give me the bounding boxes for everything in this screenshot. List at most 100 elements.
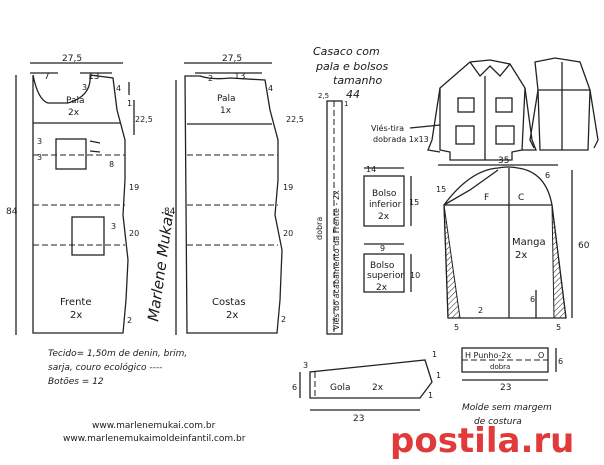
svg-text:www.marlenemukai.com.br: www.marlenemukai.com.br	[92, 421, 216, 431]
front-label: Frente	[60, 297, 91, 308]
svg-text:8: 8	[109, 160, 114, 169]
svg-text:O: O	[538, 351, 544, 360]
svg-text:2: 2	[281, 315, 286, 324]
svg-text:inferior: inferior	[369, 200, 402, 210]
svg-text:20: 20	[283, 229, 293, 238]
front-height-dim: 84	[6, 207, 18, 217]
front-facing-strip: Viés do acabamento da Frente - 2x dobra …	[315, 92, 348, 335]
svg-text:dobra: dobra	[490, 363, 510, 371]
svg-text:2: 2	[127, 316, 132, 325]
fabric-notes: Tecido= 1,50m de denin, brim, sarja, cou…	[48, 349, 187, 387]
front-yoke-label: Pala	[66, 96, 85, 106]
svg-text:Casaco com: Casaco com	[313, 45, 380, 58]
svg-text:3: 3	[111, 222, 116, 231]
svg-text:pala e bolsos: pala e bolsos	[315, 60, 389, 73]
svg-text:6: 6	[530, 295, 535, 304]
back-piece: 27,5 13 4 2 22,5 84 19 20 2 Pala 1x Cost…	[164, 54, 304, 335]
svg-text:dobra: dobra	[315, 217, 324, 240]
svg-text:Molde sem margem: Molde sem margem	[462, 403, 552, 413]
svg-text:dobrada 1x13: dobrada 1x13	[373, 135, 429, 144]
svg-text:84: 84	[164, 207, 176, 217]
svg-text:2x: 2x	[515, 250, 527, 261]
svg-text:2x: 2x	[226, 310, 238, 321]
sleeve-label: Manga	[512, 237, 546, 248]
svg-text:3: 3	[37, 137, 42, 146]
svg-text:1: 1	[428, 391, 433, 400]
svg-text:2,5: 2,5	[318, 92, 329, 100]
lower-pocket-piece: 14 15 Bolso inferior 2x	[363, 165, 419, 227]
svg-text:1: 1	[436, 371, 441, 380]
svg-text:5: 5	[556, 323, 561, 332]
cuff-piece: H Punho-2x O dobra 6 23	[461, 347, 563, 393]
svg-text:23: 23	[353, 414, 364, 424]
svg-text:22,5: 22,5	[286, 115, 304, 124]
front-lower-pocket-placement	[71, 216, 105, 256]
svg-text:44: 44	[346, 88, 360, 101]
svg-text:H Punho-2x: H Punho-2x	[465, 351, 511, 360]
svg-text:2x: 2x	[378, 212, 390, 222]
svg-text:Tecido= 1,50m de denin, brim,: Tecido= 1,50m de denin, brim,	[48, 349, 187, 359]
pattern-title: Casaco com pala e bolsos tamanho 44	[313, 45, 389, 101]
svg-text:1x: 1x	[220, 106, 232, 116]
upper-pocket-piece: 9 10 Bolso superior 2x	[363, 243, 420, 293]
seam-note: Molde sem margem de costura	[462, 403, 552, 427]
svg-text:1: 1	[344, 100, 348, 108]
svg-text:2x: 2x	[372, 383, 384, 393]
svg-text:6: 6	[558, 357, 563, 366]
svg-text:10: 10	[410, 271, 420, 280]
svg-text:sarja, couro ecológico ----: sarja, couro ecológico ----	[48, 362, 162, 373]
front-width-dim: 27,5	[62, 54, 82, 64]
front-top-left-dim: 7	[44, 72, 50, 82]
svg-text:3: 3	[37, 153, 42, 162]
svg-text:20: 20	[129, 229, 139, 238]
front-neck-dim: 3	[82, 83, 87, 92]
svg-text:2x: 2x	[376, 283, 388, 293]
svg-text:14: 14	[366, 165, 376, 174]
website-links: www.marlenemukai.com.br www.marlenemukai…	[63, 421, 246, 444]
svg-text:de costura: de costura	[474, 417, 522, 427]
back-label: Costas	[212, 297, 246, 308]
back-yoke-label: Pala	[217, 94, 236, 104]
svg-text:35: 35	[498, 156, 509, 166]
svg-text:6: 6	[545, 171, 550, 180]
sleeve-piece: 35 6 60 5 5 6 2 15 F C Manga 2x	[436, 156, 590, 332]
svg-text:1: 1	[432, 350, 437, 359]
svg-text:13: 13	[234, 72, 245, 82]
svg-text:Botões = 12: Botões = 12	[48, 377, 104, 387]
jacket-illustration	[427, 57, 599, 161]
front-upper-pocket-placement	[55, 138, 87, 170]
collar-label: Gola	[330, 383, 351, 393]
designer-signature: Marlene Mukai	[144, 211, 177, 323]
svg-text:F: F	[484, 193, 489, 203]
svg-text:60: 60	[578, 241, 590, 251]
svg-text:superior: superior	[367, 271, 404, 281]
svg-text:23: 23	[500, 383, 511, 393]
svg-text:Bolso: Bolso	[372, 189, 397, 199]
svg-text:Bolso: Bolso	[370, 261, 395, 271]
front-top-right-dim: 13	[88, 72, 99, 82]
svg-text:3: 3	[303, 361, 308, 370]
svg-text:19: 19	[283, 183, 293, 192]
svg-text:5: 5	[454, 323, 459, 332]
svg-text:9: 9	[380, 244, 385, 253]
svg-text:4: 4	[268, 84, 273, 93]
svg-text:15: 15	[409, 198, 419, 207]
svg-text:2x: 2x	[68, 108, 80, 118]
svg-text:19: 19	[129, 183, 139, 192]
watermark: postila.ru	[390, 421, 574, 461]
svg-text:15: 15	[436, 185, 446, 194]
facing-label: Viés do acabamento da Frente - 2x	[331, 190, 341, 330]
svg-text:C: C	[518, 193, 524, 203]
front-armhole-dim: 22,5	[135, 115, 153, 124]
front-shoulder-dim: 4	[116, 84, 121, 93]
svg-text:2x: 2x	[70, 310, 82, 321]
svg-text:6: 6	[292, 383, 297, 392]
svg-text:tamanho: tamanho	[333, 74, 382, 87]
svg-text:1: 1	[127, 99, 132, 108]
svg-text:27,5: 27,5	[222, 54, 242, 64]
svg-text:2: 2	[208, 74, 213, 83]
svg-text:2: 2	[478, 306, 483, 315]
bias-strip-label: Viés-tira	[371, 123, 404, 133]
